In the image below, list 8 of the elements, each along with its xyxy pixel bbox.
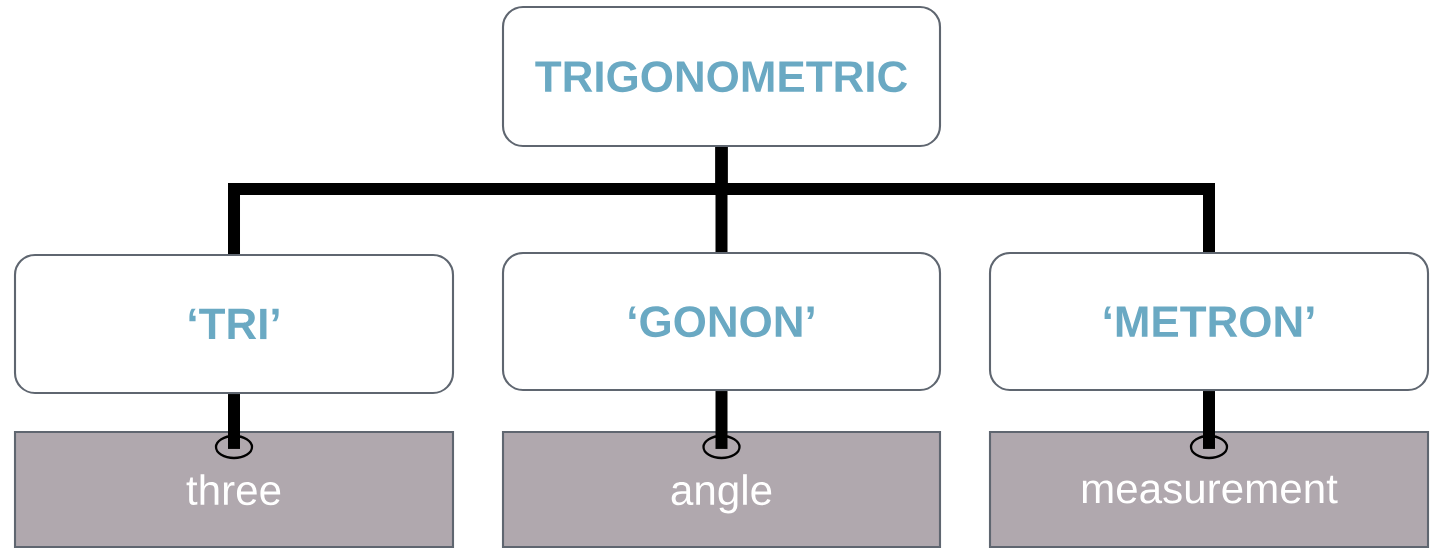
- word-part-box: ‘METRON’: [988, 251, 1430, 392]
- connector: [715, 147, 1215, 252]
- meaning-box: measurement: [988, 430, 1430, 549]
- word-part-box: ‘TRI’: [13, 253, 455, 395]
- meaning-box: three: [13, 430, 455, 549]
- word-part-box: ‘GONON’: [501, 251, 942, 392]
- meaning-box: angle: [501, 430, 942, 549]
- title-box: TRIGONOMETRIC: [501, 5, 942, 148]
